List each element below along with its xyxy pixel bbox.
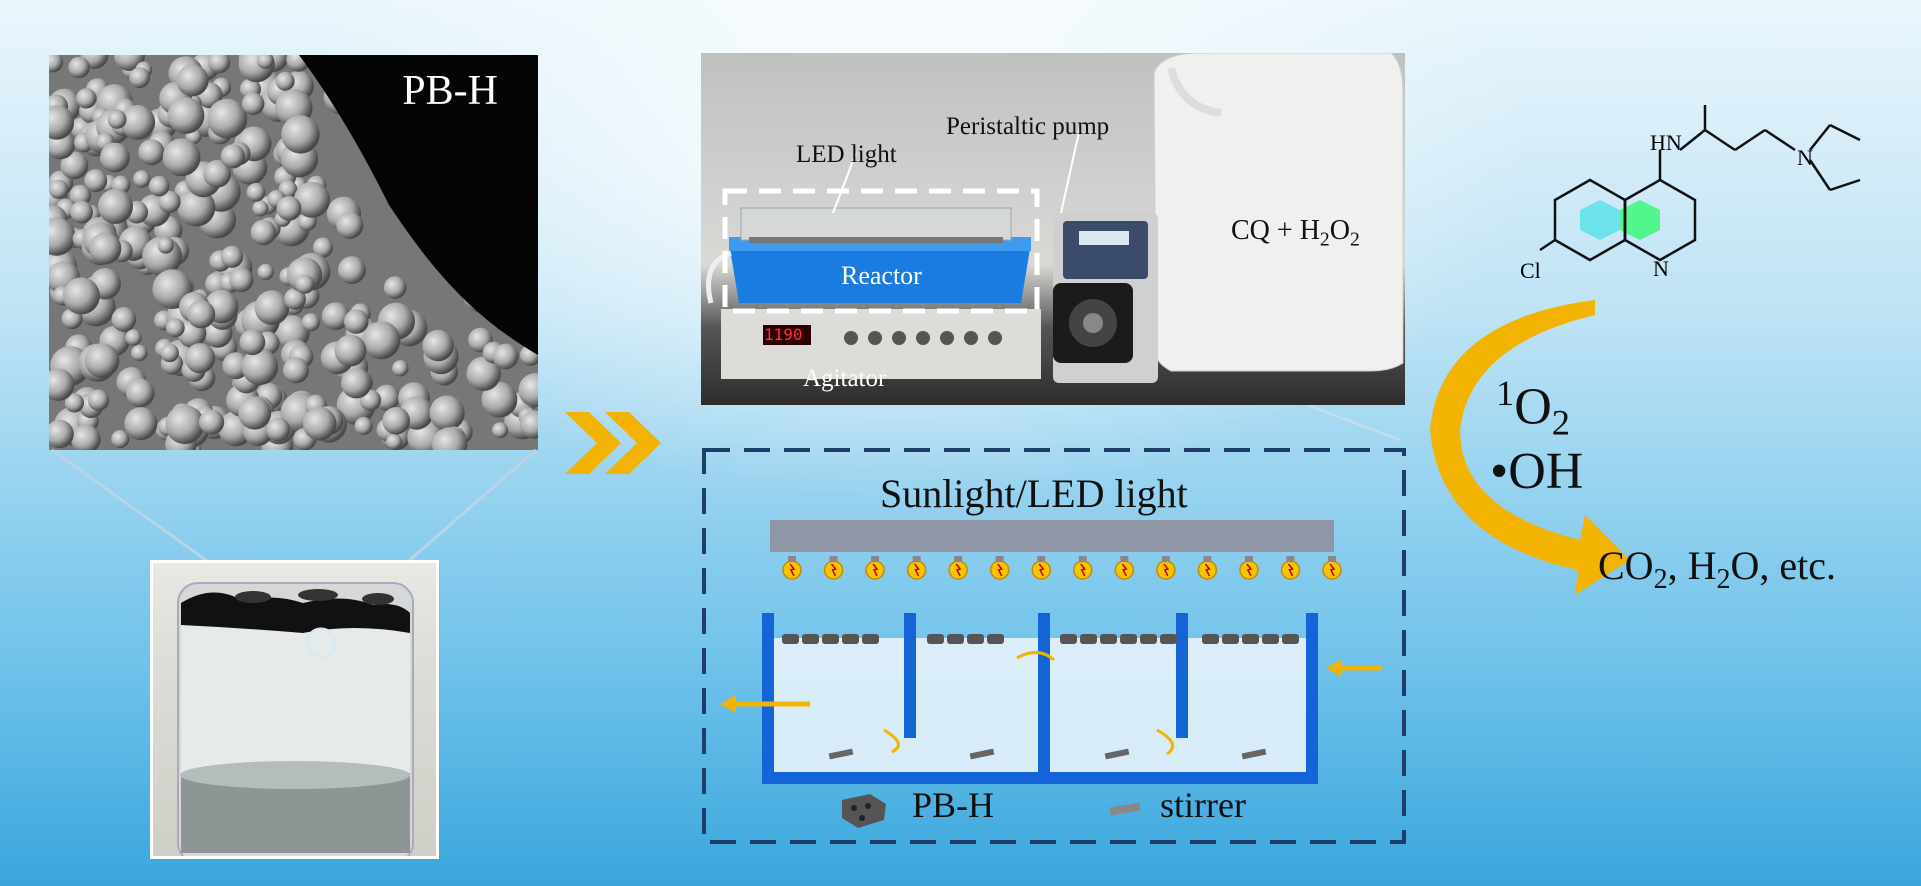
bulb-icon — [1156, 556, 1176, 580]
cq-h2o2-label: CQ + H2O2 — [1231, 215, 1360, 251]
legend-stirrer-label: stirrer — [1160, 785, 1246, 825]
sem-image: PB-H — [49, 55, 538, 450]
hn-atom: HN — [1650, 130, 1682, 155]
singlet-oxygen-label: 1O2 — [1496, 373, 1570, 443]
bulb-icon — [1114, 556, 1135, 580]
products-label: CO2, H2O, etc. — [1598, 543, 1836, 595]
ring-n-atom: N — [1653, 256, 1669, 281]
setup-drawing — [706, 53, 1404, 383]
bulb-icon — [782, 556, 802, 580]
bulb-icon — [823, 556, 844, 580]
reactor-label: Reactor — [841, 261, 922, 290]
sem-label: PB-H — [402, 68, 498, 114]
curved-arrow-icon — [1430, 300, 1630, 595]
amine-n-atom: N — [1797, 145, 1813, 170]
pump-display-value: 1190 — [764, 325, 803, 344]
light-source-label: Sunlight/LED light — [880, 471, 1188, 516]
reactor-schematic: Sunlight/LED light PB-H stirrer — [702, 448, 1406, 844]
beaker-photo — [150, 560, 439, 859]
bulb-icon — [865, 556, 885, 580]
hydroxyl-label: •OH — [1490, 443, 1584, 500]
peristaltic-pump-label: Peristaltic pump — [946, 113, 1110, 140]
bulb-icon — [1073, 556, 1093, 580]
stirrer-legend-icon — [1109, 802, 1141, 816]
bulb-icon — [1322, 556, 1342, 580]
agitator-label: Agitator — [803, 365, 887, 392]
bulb-icon — [1197, 556, 1218, 580]
bulb-icon — [906, 556, 927, 580]
led-light-label: LED light — [796, 141, 897, 168]
chloroquine-structure: HN N N Cl — [1520, 105, 1861, 283]
pbh-legend-icon — [842, 794, 886, 828]
bulb-icon — [948, 556, 968, 580]
beaker-drawing — [177, 582, 414, 856]
bulb-icon — [1280, 556, 1301, 580]
bulb-icon — [989, 556, 1010, 580]
cl-atom: Cl — [1520, 258, 1541, 283]
pump-display — [1079, 231, 1129, 245]
legend-pbh-label: PB-H — [912, 785, 995, 825]
schematic-drawing — [702, 448, 1406, 844]
sem-texture — [49, 55, 538, 450]
bulb-icon — [1239, 556, 1259, 580]
double-chevron-icon — [565, 412, 661, 474]
setup-photo: 1190 LED light Peristaltic pump Reactor … — [701, 53, 1405, 405]
bulb-icon — [1031, 556, 1051, 580]
